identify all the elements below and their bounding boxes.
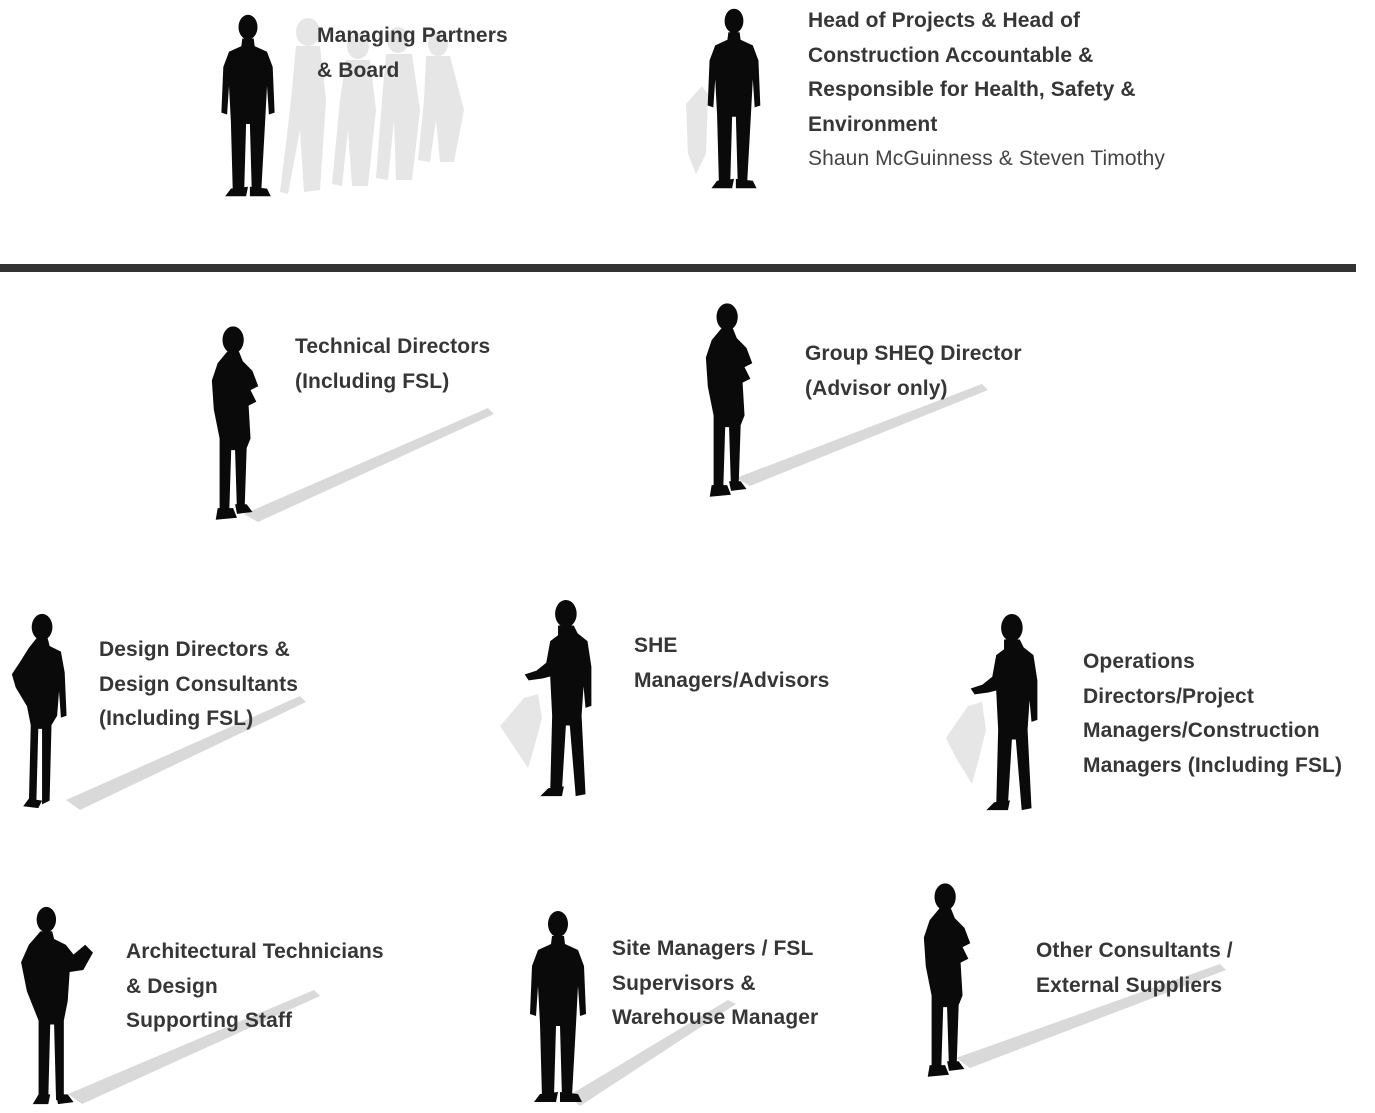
label-line: Managers/Construction [1083, 719, 1320, 742]
businessman-arms-crossed-silhouette-icon [920, 874, 1240, 1088]
businesswoman-hand-on-hip-silhouette-icon [10, 604, 310, 818]
role-label: Group SHEQ Director (Advisor only) [805, 337, 1022, 406]
label-line: External Suppliers [1036, 973, 1223, 997]
role-label: Architectural Technicians & Design Suppo… [126, 935, 384, 1039]
role-label: SHE Managers/Advisors [634, 629, 829, 698]
label-line: & Board [317, 58, 400, 82]
label-line: Construction Accountable & [808, 43, 1094, 67]
label-line: Supervisors & [612, 971, 756, 995]
label-line: Managers/Advisors [634, 668, 830, 692]
role-label: Technical Directors (Including FSL) [295, 330, 490, 399]
businessman-standing-silhouette-icon [528, 900, 828, 1112]
label-line: Design Directors & [99, 638, 290, 661]
businessman-arms-crossed-silhouette-icon [702, 294, 1002, 508]
label-line: Site Managers / FSL [612, 937, 814, 960]
businessman-standing-silhouette-icon [682, 4, 762, 192]
label-line: & Design [126, 974, 218, 998]
label-line: Other Consultants / [1036, 939, 1233, 962]
label-line: Warehouse Manager [612, 1006, 819, 1029]
section-divider [0, 264, 1356, 272]
label-line: (Including FSL) [295, 369, 450, 393]
role-names: Shaun McGuinness & Steven Timothy [808, 147, 1165, 170]
role-label: Site Managers / FSL Supervisors & Wareho… [612, 932, 818, 1036]
role-label: Operations Directors/Project Managers/Co… [1083, 645, 1342, 783]
label-line: Design Consultants [99, 672, 298, 696]
label-line: Head of Projects & Head of [808, 9, 1081, 32]
label-line: Supporting Staff [126, 1009, 293, 1032]
businessman-presenting-silhouette-icon [498, 598, 608, 804]
label-line: Operations [1083, 650, 1195, 673]
label-line: Architectural Technicians [126, 940, 384, 963]
label-line: (Including FSL) [99, 707, 254, 730]
label-line: Group SHEQ Director [805, 342, 1022, 365]
label-line: (Advisor only) [805, 376, 948, 400]
businesswoman-with-clipboard-silhouette-icon [18, 904, 328, 1108]
role-label: Design Directors & Design Consultants (I… [99, 633, 298, 737]
businessman-arms-crossed-silhouette-icon [208, 318, 508, 530]
businessman-group-silhouette-icon [218, 10, 478, 200]
role-label: Managing Partners & Board [317, 19, 508, 88]
label-line: Managers (Including FSL) [1083, 753, 1343, 777]
label-line: Environment [808, 112, 938, 136]
role-label: Other Consultants / External Suppliers [1036, 934, 1233, 1003]
label-line: Responsible for Health, Safety & [808, 78, 1136, 101]
role-label: Head of Projects & Head of Construction … [808, 4, 1165, 177]
label-line: Directors/Project [1083, 684, 1254, 708]
label-line: Technical Directors [295, 335, 491, 358]
label-line: SHE [634, 634, 678, 657]
businessman-presenting-silhouette-icon [944, 612, 1054, 818]
label-line: Managing Partners [317, 24, 508, 47]
